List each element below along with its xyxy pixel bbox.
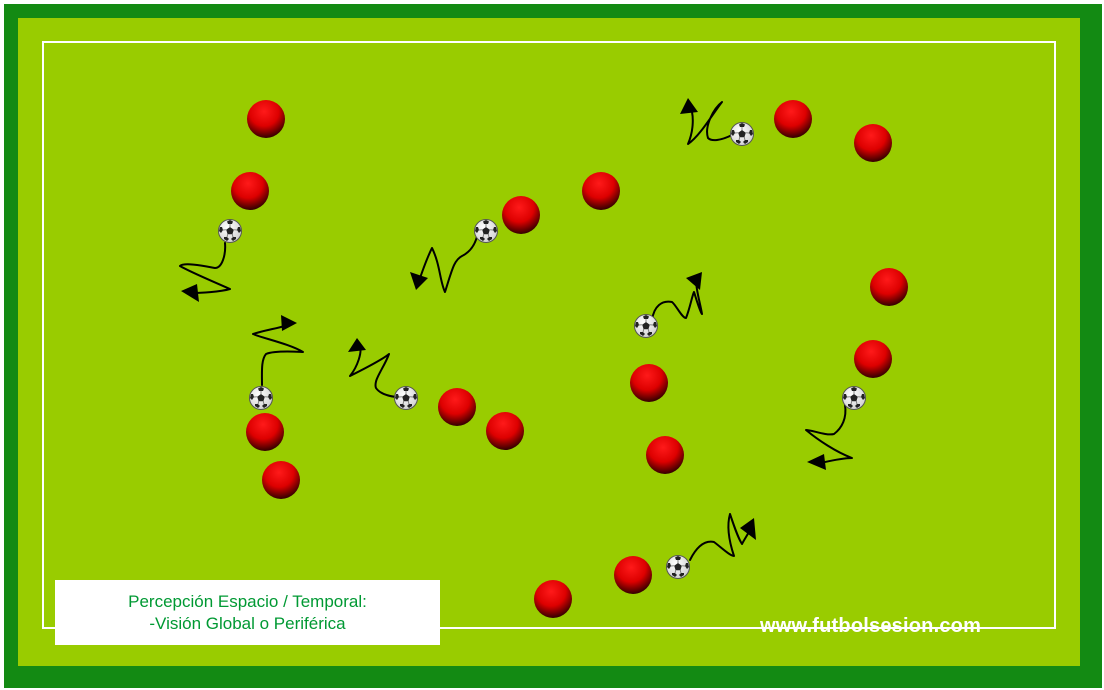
zigzag-dribble-arrow-icon [350, 346, 396, 397]
red-ball-icon [246, 413, 284, 451]
red-ball-icon [438, 388, 476, 426]
red-ball-icon [247, 100, 285, 138]
zigzag-dribble-arrow-icon [806, 405, 852, 464]
zigzag-dribble-arrow-icon [652, 280, 702, 320]
soccer-ball-icon [667, 556, 690, 579]
arrowhead-icon [740, 518, 756, 540]
red-ball-icon [262, 461, 300, 499]
zigzag-dribble-arrow-icon [690, 514, 750, 560]
soccer-ball-icon [250, 387, 273, 410]
soccer-ball-icon [475, 220, 498, 243]
caption-subtitle: -Visión Global o Periférica [55, 613, 440, 635]
red-ball-icon [231, 172, 269, 210]
zigzag-dribble-arrow-icon [180, 243, 230, 293]
soccer-ball-icon [219, 220, 242, 243]
red-ball-icon [614, 556, 652, 594]
arrowhead-icon [680, 98, 698, 114]
soccer-ball-icon [635, 315, 658, 338]
red-ball-icon [870, 268, 908, 306]
red-ball-icon [854, 124, 892, 162]
zigzag-dribble-arrow-icon [418, 232, 478, 292]
red-ball-icon [854, 340, 892, 378]
arrowhead-icon [686, 272, 702, 290]
red-ball-icon [646, 436, 684, 474]
arrowhead-icon [807, 454, 826, 470]
red-ball-icon [774, 100, 812, 138]
soccer-ball-icon [731, 123, 754, 146]
arrowhead-icon [348, 338, 366, 352]
soccer-ball-icon [843, 387, 866, 410]
arrowhead-icon [181, 284, 199, 302]
caption-title: Percepción Espacio / Temporal: [55, 591, 440, 613]
red-ball-icon [582, 172, 620, 210]
red-ball-icon [502, 196, 540, 234]
soccer-balls [219, 123, 866, 579]
arrowhead-icon [410, 272, 428, 290]
arrowhead-icon [281, 315, 297, 331]
caption-box: Percepción Espacio / Temporal: -Visión G… [55, 580, 440, 645]
red-ball-icon [630, 364, 668, 402]
red-ball-icon [534, 580, 572, 618]
red-ball-icon [486, 412, 524, 450]
site-watermark: www.futbolsesion.com [760, 615, 1060, 638]
soccer-ball-icon [395, 387, 418, 410]
zigzag-dribble-arrow-icon [253, 323, 303, 385]
red-players [231, 100, 908, 618]
